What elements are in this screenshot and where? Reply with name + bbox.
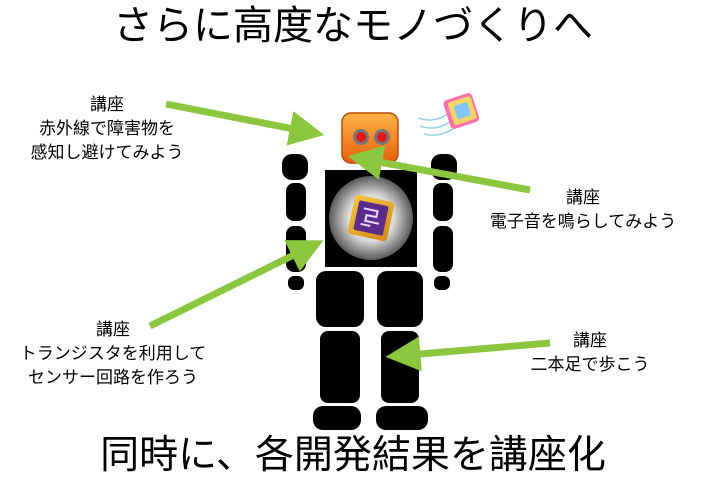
callout-line: 電子音を鳴らしてみよう xyxy=(489,212,677,232)
sound-chip-icon xyxy=(417,93,480,136)
robot-leg-left xyxy=(313,271,364,430)
callout-heading: 講座 xyxy=(573,331,607,351)
arrow-transistor xyxy=(148,240,324,330)
callout-line: センサー回路を作ろう xyxy=(28,368,198,388)
robot-head xyxy=(341,112,399,164)
callout-transistor-course: 講座 トランジスタを利用して センサー回路を作ろう xyxy=(0,318,226,390)
callout-heading: 講座 xyxy=(566,188,600,208)
arrow-sound xyxy=(347,145,531,194)
footer-title: 同時に、各開発結果を講座化 xyxy=(100,433,606,478)
callout-heading: 講座 xyxy=(96,320,130,340)
cpu-chip-icon xyxy=(348,195,394,241)
callout-line: 感知し避けてみよう xyxy=(30,143,184,163)
callout-sound-course: 講座 電子音を鳴らしてみよう xyxy=(460,186,706,234)
robot-arm-left xyxy=(282,154,308,290)
callout-line: 赤外線で障害物を xyxy=(39,119,175,139)
callout-line: トランジスタを利用して xyxy=(19,344,207,364)
arrow-sensor xyxy=(165,100,325,146)
callout-sensor-course: 講座 赤外線で障害物を 感知し避けてみよう xyxy=(0,93,214,165)
page-title: さらに高度なモノづくりへ xyxy=(113,3,593,49)
robot-torso xyxy=(325,170,417,267)
arrow-walk xyxy=(385,336,551,372)
callout-line: 二本足で歩こう xyxy=(530,355,650,375)
callout-heading: 講座 xyxy=(90,95,124,115)
callout-walking-course: 講座 二本足で歩こう xyxy=(474,329,706,377)
